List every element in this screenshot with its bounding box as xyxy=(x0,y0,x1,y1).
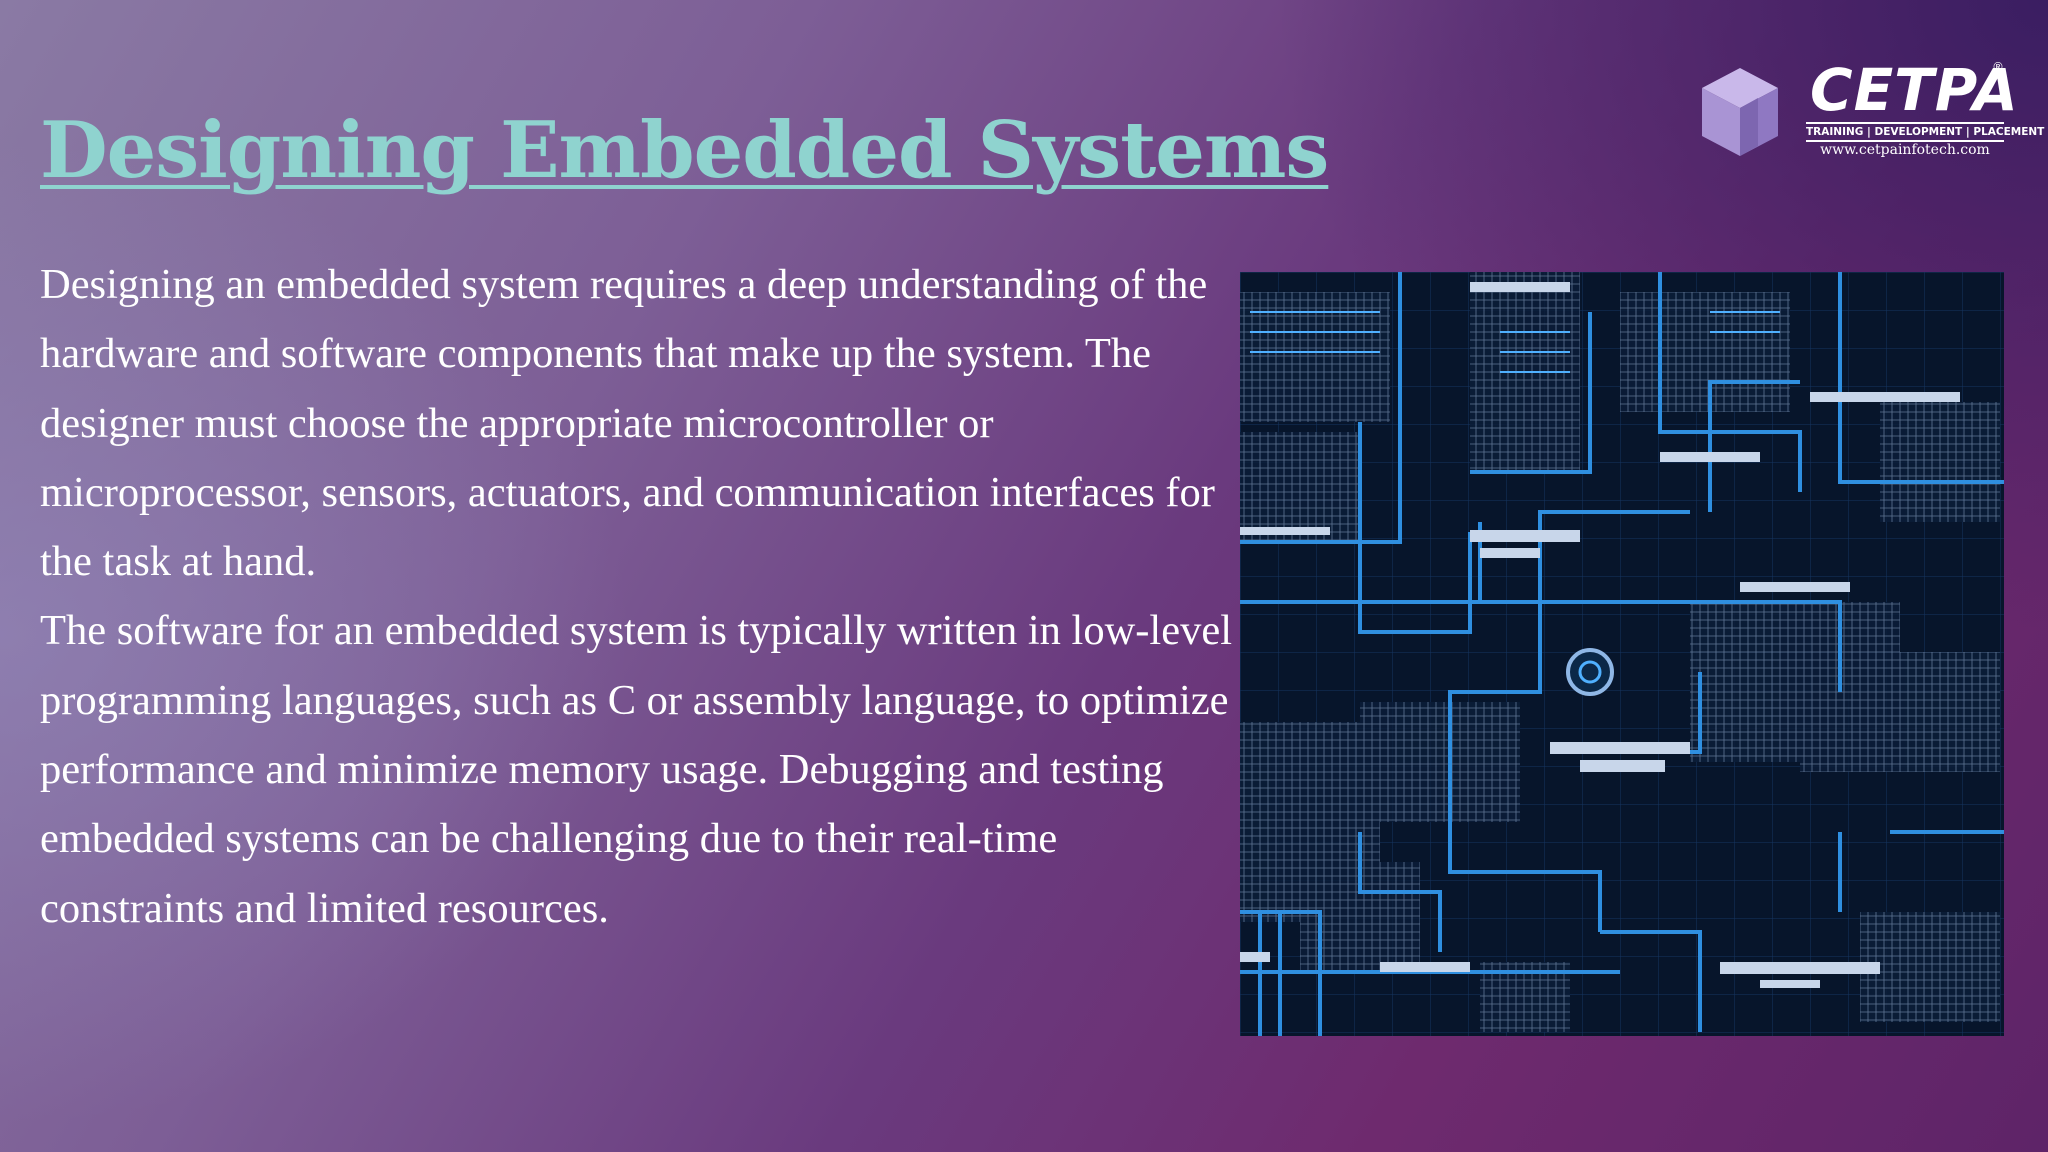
brand-url: www.cetpainfotech.com xyxy=(1820,142,1990,158)
brand-tagline: TRAINING | DEVELOPMENT | PLACEMENT xyxy=(1806,122,2044,142)
slide-title: Designing Embedded Systems xyxy=(40,105,1329,196)
paragraph-2: The software for an embedded system is t… xyxy=(40,607,1233,932)
body-text: Designing an embedded system requires a … xyxy=(40,250,1240,943)
cetpa-logo: CETPA ® TRAINING | DEVELOPMENT | PLACEME… xyxy=(1700,56,2044,170)
paragraph-1: Designing an embedded system requires a … xyxy=(40,261,1215,586)
circuit-blueprint-image xyxy=(1240,272,2004,1036)
cube-icon xyxy=(1702,68,1778,156)
circuit-blueprint-illustration xyxy=(1240,272,2004,1036)
brand-name: CETPA xyxy=(1810,56,2019,124)
registered-mark: ® xyxy=(1992,60,2004,74)
